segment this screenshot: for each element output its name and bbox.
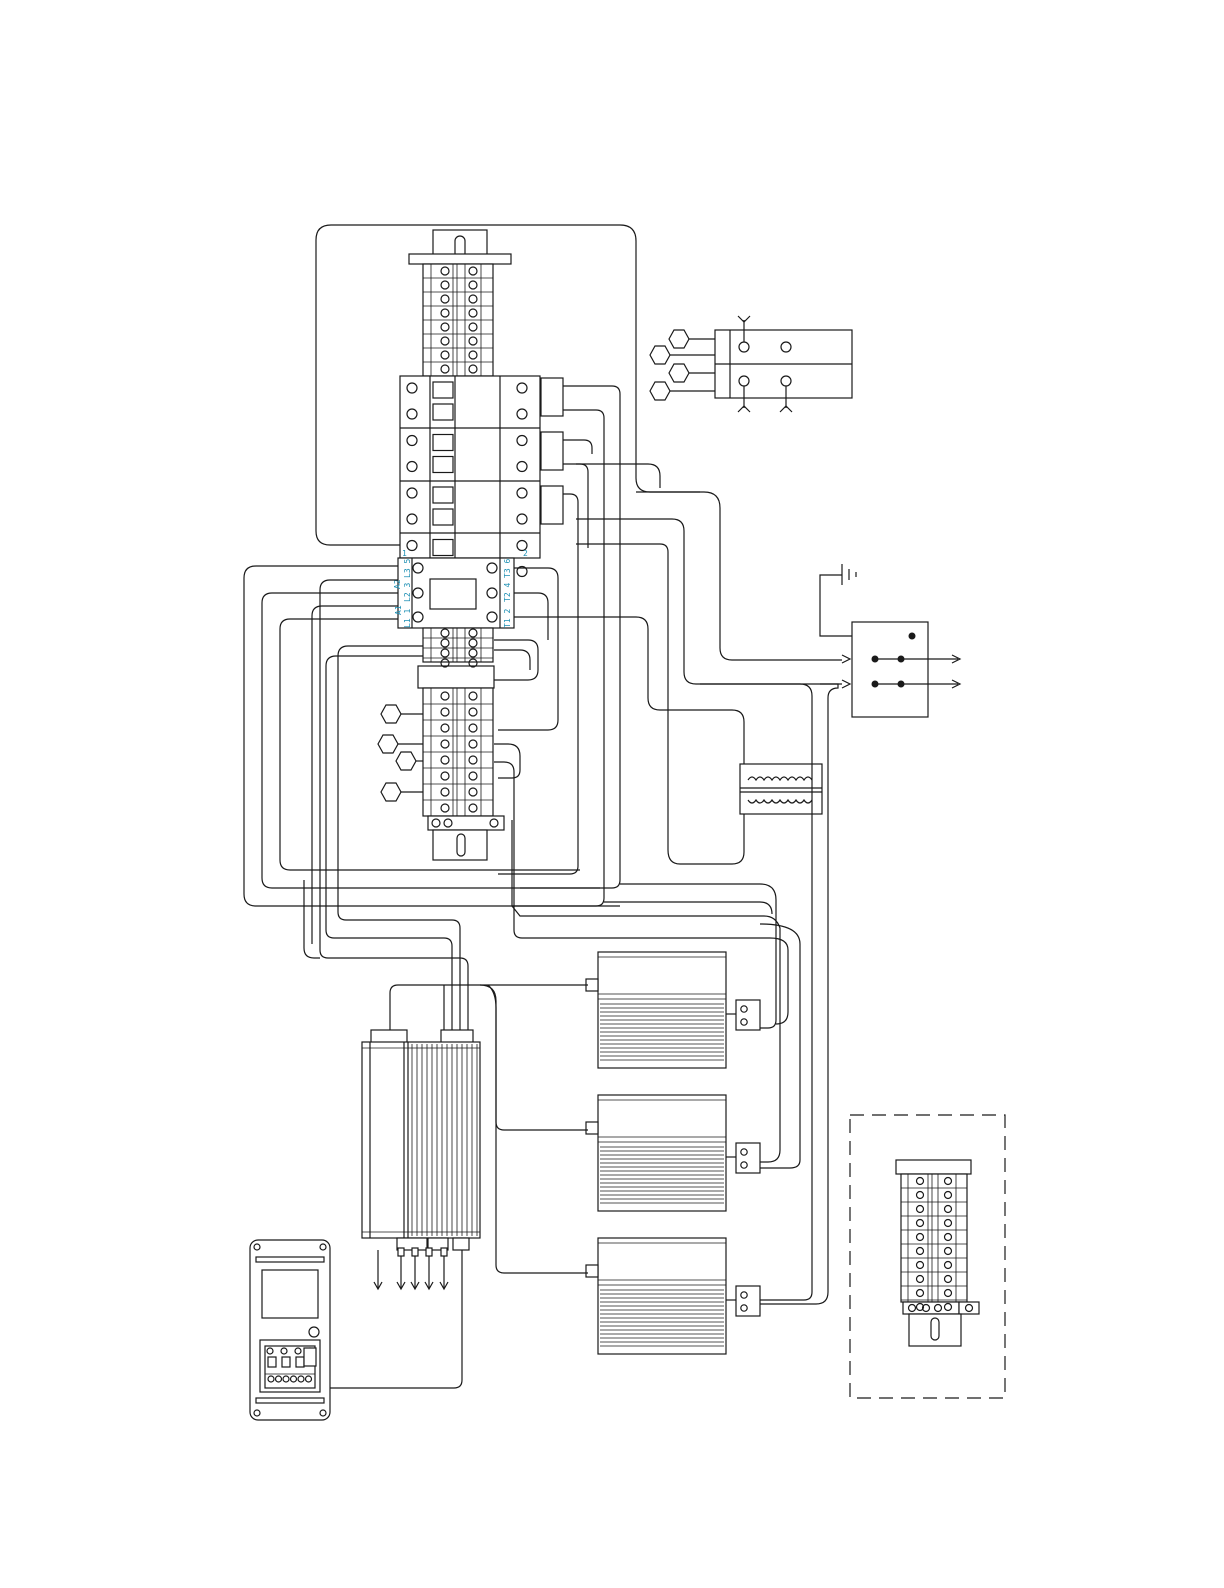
heaters (586, 952, 760, 1354)
breaker-label-2: 2 (523, 549, 528, 558)
heater-terminal-block (736, 1000, 760, 1030)
breaker-toggle (433, 540, 453, 556)
breaker-toggle (433, 457, 453, 473)
contactor-label-a1: A1 (394, 605, 403, 615)
heater-body (598, 952, 726, 1068)
heater-body (598, 1095, 726, 1211)
contactor-label-l1: L1 1 (403, 609, 412, 628)
contactor-label-t1: T1 2 (503, 609, 512, 628)
contactor-label-t3: T3 6 (503, 559, 512, 578)
breaker-toggle (433, 435, 453, 451)
drive-output-terminal (398, 1248, 404, 1256)
contactor-label-l3: L3 5 (403, 559, 412, 578)
breaker-toggle (433, 404, 453, 420)
contactor: A2 A1 L1 1 L2 3 L3 5 T1 2 T2 4 T3 6 1 2 (393, 549, 528, 628)
heater-terminal-block (736, 1143, 760, 1173)
heater-body (598, 1238, 726, 1354)
drive-output-terminal (441, 1248, 447, 1256)
contactor-label-a2: A2 (393, 579, 402, 589)
transformer (740, 764, 822, 814)
breaker-toggle (433, 509, 453, 525)
lower-terminal-strip (378, 628, 504, 860)
breaker-toggle (433, 487, 453, 503)
panel-switch (296, 1357, 304, 1367)
drive-output-terminal (426, 1248, 432, 1256)
heater-terminal-block (736, 1286, 760, 1316)
wiring (244, 386, 842, 1388)
control-panel (250, 1240, 330, 1420)
terminal-detail (850, 1115, 1005, 1398)
breaker-toggle (433, 382, 453, 398)
contactor-label-t2: T2 4 (503, 583, 512, 602)
circuit-breakers (400, 376, 563, 578)
breaker-label-1: 1 (402, 549, 407, 558)
drive-output-terminal (412, 1248, 418, 1256)
panel-switch (282, 1357, 290, 1367)
heater-inlet (586, 1122, 598, 1134)
connector-block (650, 316, 852, 412)
contactor-label-l2: L2 3 (403, 583, 412, 602)
ground-junction (820, 564, 960, 717)
upper-terminal-strip (409, 230, 511, 376)
panel-relay (304, 1348, 316, 1366)
heater-inlet (586, 1265, 598, 1277)
panel-switch (268, 1357, 276, 1367)
